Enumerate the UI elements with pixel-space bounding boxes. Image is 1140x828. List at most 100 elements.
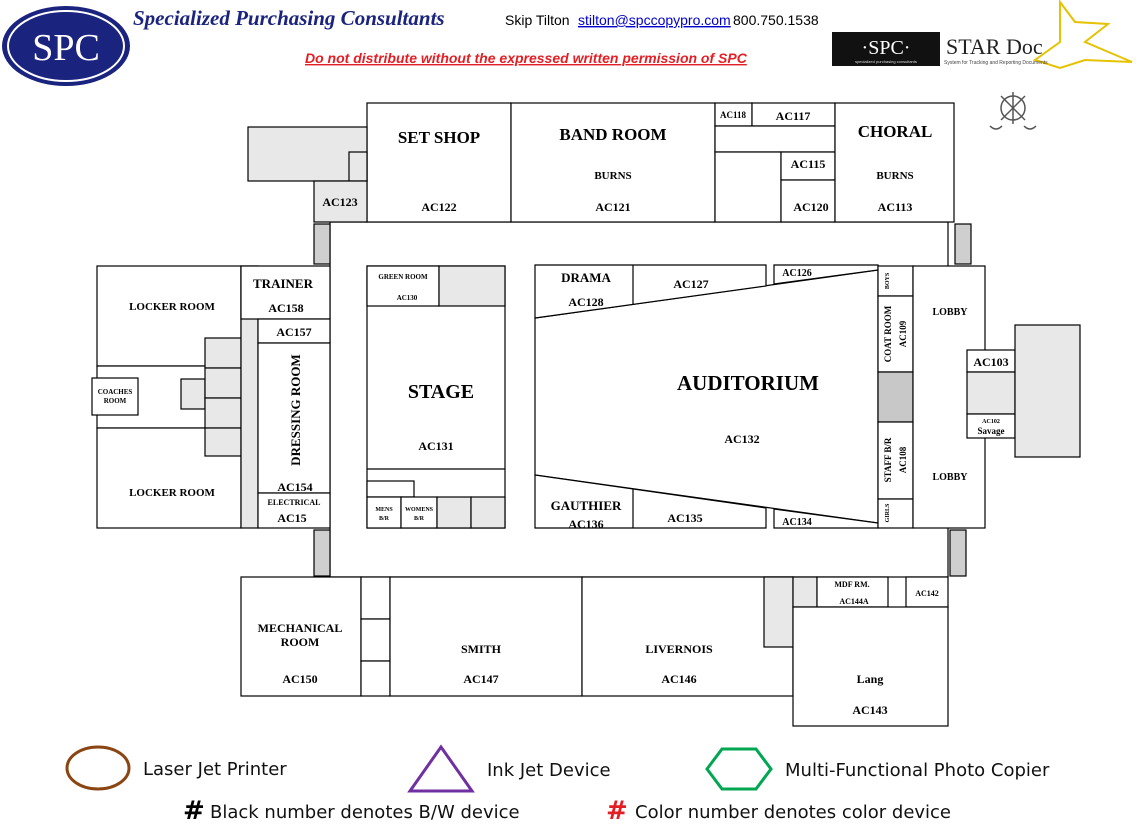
room-green — [366, 265, 440, 307]
contact-phone: 800.750.1538 — [733, 12, 819, 28]
label-ac131: AC131 — [418, 439, 453, 453]
header: SPC Specialized Purchasing Consultants S… — [2, 0, 1133, 130]
label-band-teacher: BURNS — [594, 170, 631, 182]
stardoc-sub1: specialized purchasing consultants — [855, 59, 917, 64]
building — [91, 102, 1081, 727]
legend-laser: Laser Jet Printer — [143, 759, 287, 780]
room-band — [510, 102, 716, 223]
label-locker-bottom: LOCKER ROOM — [129, 487, 215, 499]
label-ac15: AC15 — [277, 511, 306, 525]
legend-inkjet: Ink Jet Device — [487, 760, 611, 781]
label-green-room: GREEN ROOM — [378, 273, 428, 281]
room-choral — [834, 102, 955, 223]
room-ac142 — [905, 576, 949, 608]
stardoc-sub2: System for Tracking and Reporting Docume… — [944, 60, 1048, 66]
label-stage: STAGE — [408, 381, 474, 403]
label-lang: Lang — [857, 672, 884, 686]
stardoc-title: STAR Doc — [946, 34, 1043, 59]
label-livernois: LIVERNOIS — [645, 642, 713, 656]
label-ac108: AC108 — [898, 446, 908, 473]
label-womens-2: B/R — [414, 516, 425, 522]
label-lobby-bottom: LOBBY — [932, 472, 968, 483]
label-boys: BOYS — [885, 272, 891, 289]
room-boys — [877, 265, 914, 297]
label-ac154: AC154 — [277, 480, 312, 494]
room-gauthier-strip — [534, 474, 767, 529]
contact-email[interactable]: stilton@spccopypro.com — [578, 12, 731, 28]
stardoc-logo: ·SPC· specialized purchasing consultants… — [832, 0, 1133, 70]
spc-logo — [2, 6, 130, 86]
label-electrical: ELECTRICAL — [268, 498, 321, 507]
label-gauthier: GAUTHIER — [551, 498, 622, 513]
label-ac158: AC158 — [268, 301, 303, 315]
room-ac115 — [780, 151, 836, 181]
label-ac136: AC136 — [568, 517, 603, 531]
inkjet-device-icon — [407, 744, 475, 793]
label-choral: CHORAL — [858, 122, 933, 141]
company-name: Specialized Purchasing Consultants — [133, 6, 445, 30]
bw-hash-icon: # — [183, 796, 205, 826]
label-ac120: AC120 — [793, 200, 828, 214]
room-dressing — [257, 342, 331, 494]
room-womens-br — [400, 496, 438, 529]
label-girls: GIRLS — [885, 503, 891, 522]
label-mechanical-2: ROOM — [281, 635, 320, 649]
room-mdf — [816, 576, 889, 608]
corridor-top — [714, 125, 836, 153]
label-ac103: AC103 — [973, 355, 1008, 369]
label-smith: SMITH — [461, 642, 502, 656]
label-ac109: AC109 — [898, 320, 908, 347]
label-staff-br: STAFF B/R — [883, 437, 893, 482]
room-smith — [389, 576, 583, 697]
star-outline — [1032, 0, 1133, 70]
label-locker-top: LOCKER ROOM — [129, 301, 215, 313]
legend-color-note: Color number denotes color device — [635, 802, 951, 823]
label-mens-2: B/R — [379, 516, 390, 522]
label-drama: DRAMA — [561, 270, 611, 285]
contact-name: Skip Tilton — [505, 12, 570, 28]
room-staff-br — [877, 421, 914, 500]
label-trainer: TRAINER — [253, 276, 314, 291]
label-ac121: AC121 — [595, 200, 630, 214]
mfp-copier-icon — [705, 747, 773, 791]
label-ac143: AC143 — [852, 703, 887, 717]
legend: Laser Jet Printer Ink Jet Device Multi-F… — [65, 744, 1050, 826]
label-ac142: AC142 — [915, 589, 939, 598]
label-ac126: AC126 — [782, 268, 811, 279]
label-ac150: AC150 — [282, 672, 317, 686]
room-livernois — [581, 576, 794, 697]
room-labels: SET SHOP AC122 BAND ROOM BURNS AC121 AC1… — [98, 109, 1009, 717]
label-coat-room: COAT ROOM — [883, 305, 893, 362]
room-drama-strip — [534, 264, 767, 319]
label-womens-1: WOMENS — [405, 507, 434, 513]
compass-icon — [989, 92, 1037, 130]
label-ac144a: AC144A — [839, 597, 869, 606]
room-unmarked — [714, 151, 782, 223]
stardoc-spc: ·SPC· — [862, 37, 911, 59]
label-ac146: AC146 — [661, 672, 696, 686]
label-auditorium: AUDITORIUM — [677, 371, 819, 395]
label-coaches-2: ROOM — [104, 397, 127, 405]
label-ac127: AC127 — [673, 277, 708, 291]
label-dressing-room: DRESSING ROOM — [288, 354, 303, 466]
label-ac122: AC122 — [421, 200, 456, 214]
label-ac135: AC135 — [667, 511, 702, 525]
label-ac118: AC118 — [720, 110, 747, 120]
room-ac157 — [257, 318, 331, 344]
label-lobby-top: LOBBY — [932, 307, 968, 318]
label-ac134: AC134 — [782, 517, 811, 528]
room-ac123 — [313, 180, 368, 223]
label-ac102: AC102 — [982, 419, 1000, 425]
room-mens-br — [366, 496, 402, 529]
room-trainer — [240, 265, 331, 320]
label-mechanical-1: MECHANICAL — [258, 621, 343, 635]
label-ac147: AC147 — [463, 672, 498, 686]
label-ac113: AC113 — [878, 200, 913, 214]
label-ac115: AC115 — [791, 157, 826, 171]
label-savage: Savage — [978, 426, 1005, 436]
room-coaches — [91, 377, 139, 416]
label-ac117: AC117 — [776, 109, 811, 123]
label-ac157: AC157 — [276, 325, 311, 339]
label-ac132: AC132 — [724, 432, 759, 446]
